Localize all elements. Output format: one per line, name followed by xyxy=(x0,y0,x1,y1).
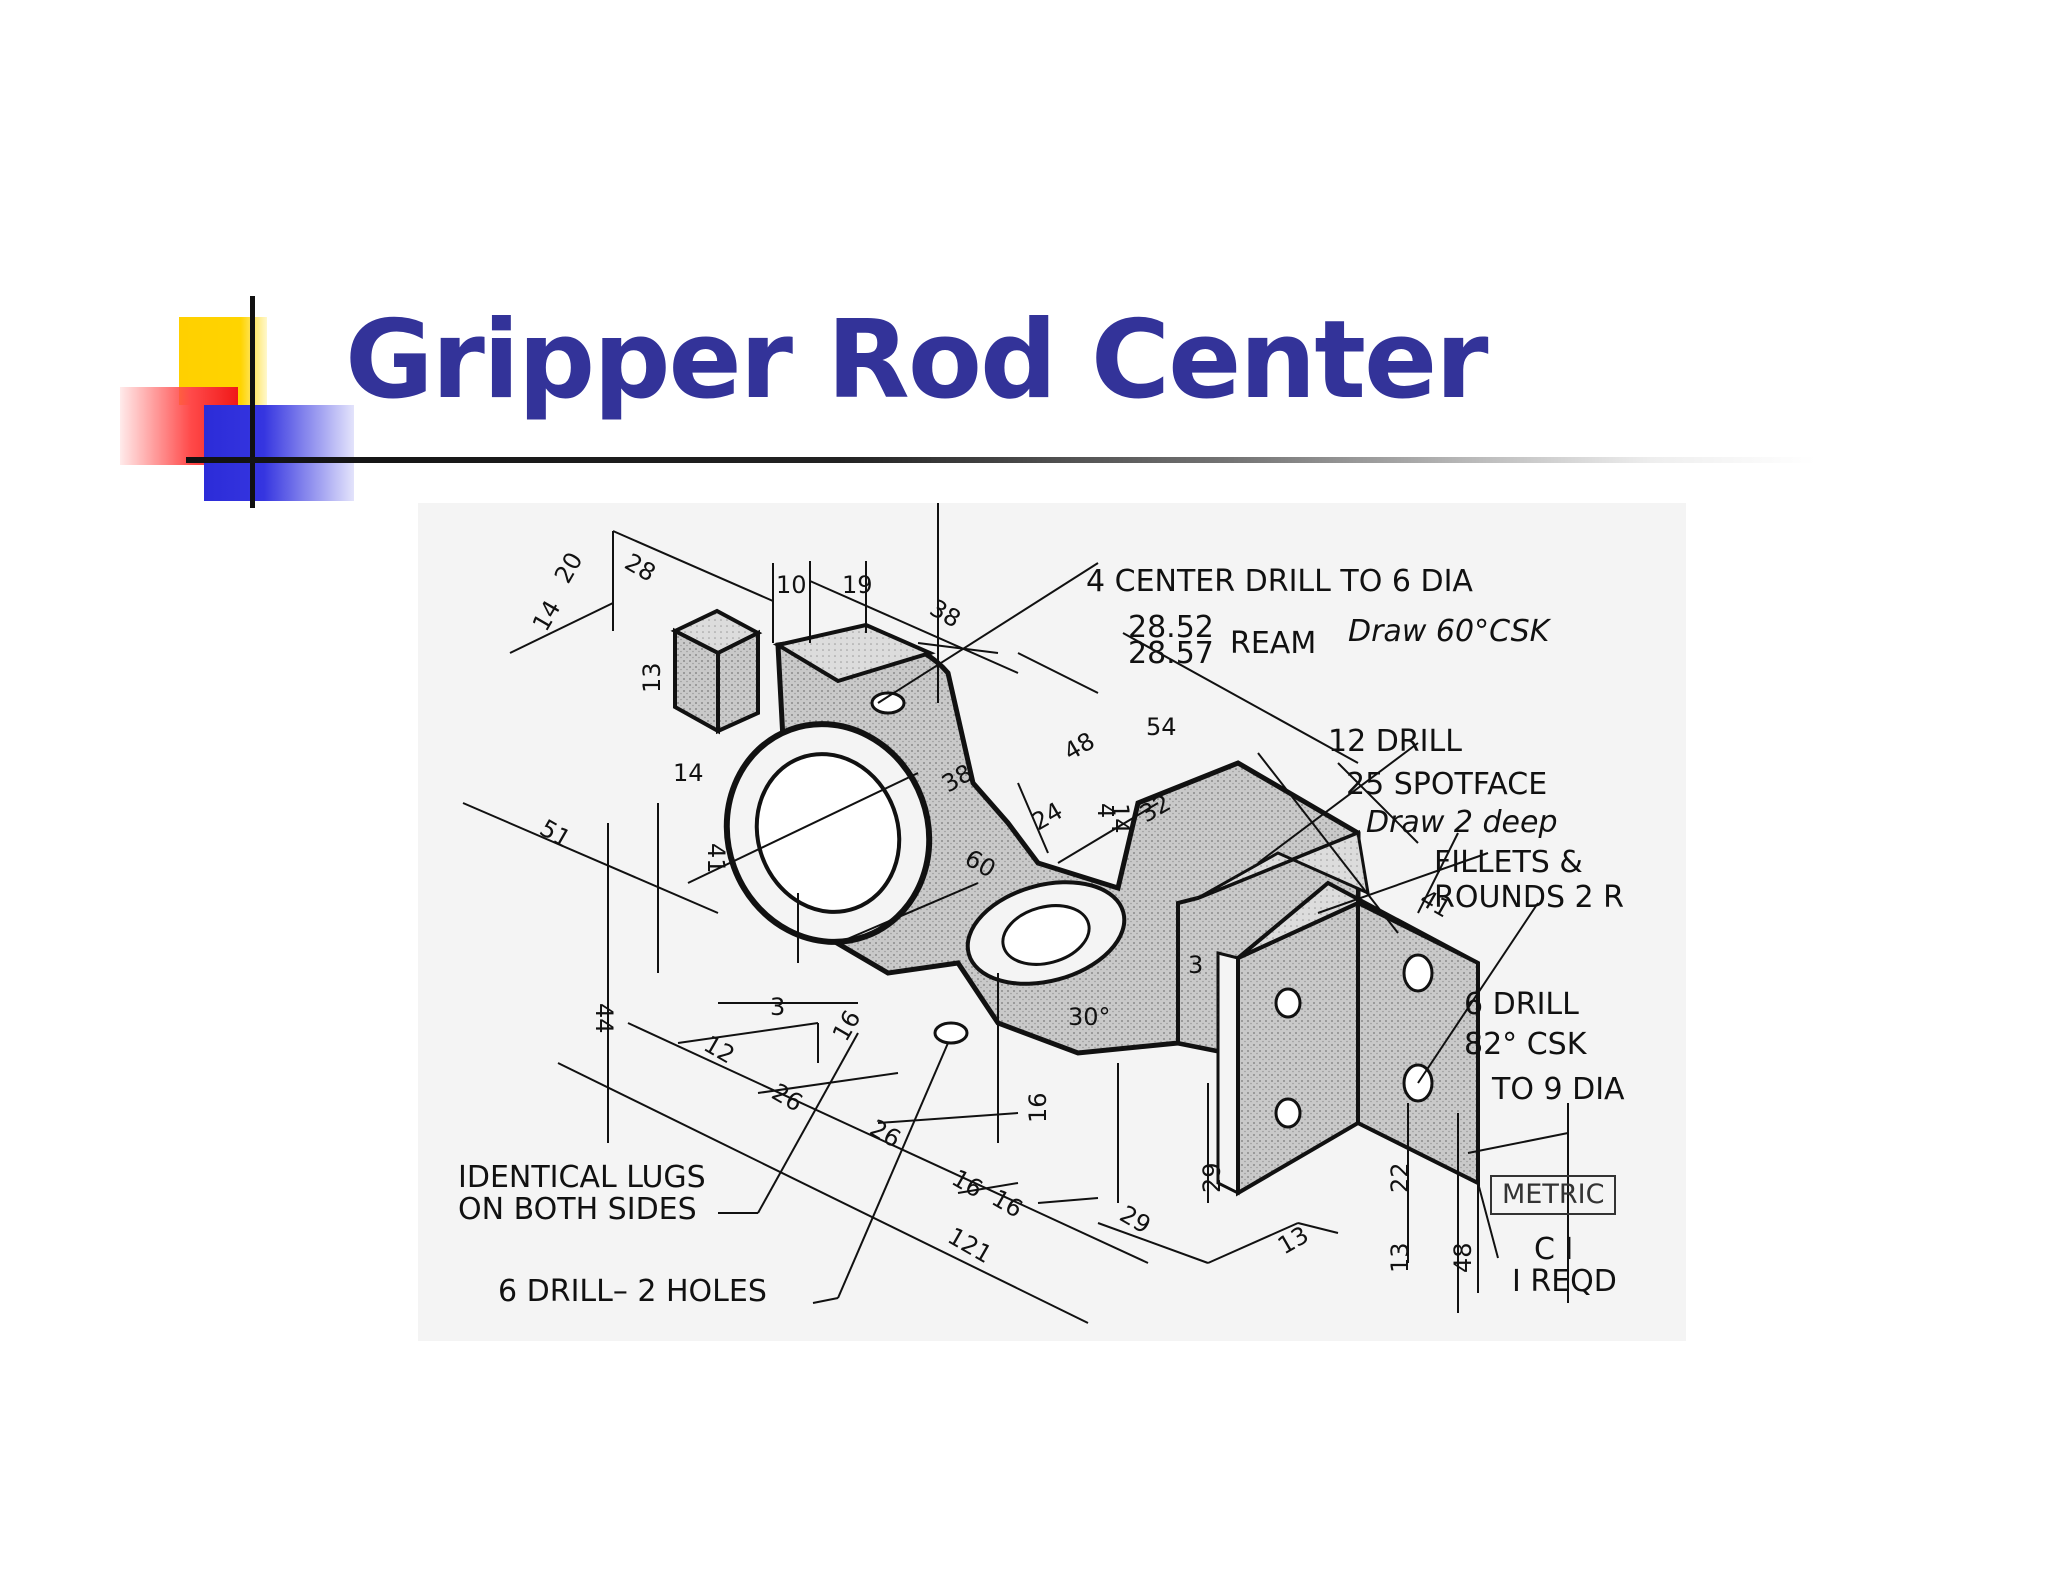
note-c1: C I xyxy=(1534,1232,1574,1267)
note-csk-82: 82° CSK xyxy=(1464,1027,1587,1062)
dim-38-top: 38 xyxy=(925,594,965,634)
note-rounds: ROUNDS 2 R xyxy=(1434,880,1625,915)
dim-20: 20 xyxy=(549,548,589,588)
dim-13-vert: 13 xyxy=(1386,1242,1414,1273)
title-ornament-vertical-line xyxy=(250,296,255,508)
note-lugs-1: IDENTICAL LUGS xyxy=(458,1160,706,1195)
dim-41-left: 41 xyxy=(702,843,730,874)
note-csk: Draw 60°CSK xyxy=(1348,614,1550,649)
dim-29-horiz: 29 xyxy=(1115,1200,1155,1240)
dim-54: 54 xyxy=(1146,713,1177,741)
dim-13-horiz: 13 xyxy=(1273,1221,1313,1261)
dim-16-left: 16 xyxy=(827,1006,867,1046)
dim-26-a: 26 xyxy=(767,1078,807,1118)
dim-16-b: 16 xyxy=(987,1184,1027,1224)
note-to-9-dia: TO 9 DIA xyxy=(1492,1072,1625,1107)
note-drill-holes: 6 DRILL– 2 HOLES xyxy=(498,1274,767,1309)
dim-51: 51 xyxy=(535,814,575,854)
note-fillets: FILLETS & xyxy=(1434,845,1583,880)
note-spotface-deep: Draw 2 deep xyxy=(1366,805,1558,840)
note-reqd: I REQD xyxy=(1512,1264,1617,1299)
dim-28: 28 xyxy=(620,548,660,588)
title-underline xyxy=(186,457,1816,463)
dim-4: 4 xyxy=(1092,803,1120,818)
note-center-drill: 4 CENTER DRILL TO 6 DIA xyxy=(1086,564,1473,599)
dim-10: 10 xyxy=(776,571,807,599)
note-ream-lower: 28.57 xyxy=(1128,636,1214,671)
dim-19: 19 xyxy=(842,571,873,599)
dim-24: 24 xyxy=(1027,797,1067,837)
isometric-drawing: 28 20 14 10 19 38 13 14 54 48 38 24 32 5… xyxy=(418,503,1686,1341)
dim-14-lower: 14 xyxy=(673,759,704,787)
dim-3-left: 3 xyxy=(770,993,785,1021)
left-lug xyxy=(670,608,763,735)
dimension-lines xyxy=(462,503,1569,1324)
dim-48-right: 48 xyxy=(1449,1242,1477,1273)
dim-14: 14 xyxy=(527,596,567,636)
dim-16-mid: 16 xyxy=(1024,1092,1052,1123)
dim-13: 13 xyxy=(638,662,666,693)
note-drill-6: 6 DRILL xyxy=(1464,987,1579,1022)
dim-29-vert: 29 xyxy=(1198,1162,1226,1193)
dim-22: 22 xyxy=(1386,1162,1414,1193)
title-ornament-blue-square xyxy=(204,405,354,501)
slide-title: Gripper Rod Center xyxy=(345,298,1488,423)
dim-121: 121 xyxy=(943,1222,997,1269)
note-spotface: 25 SPOTFACE xyxy=(1346,767,1548,802)
dim-16-a: 16 xyxy=(947,1164,987,1204)
note-ream-upper: 28.52 xyxy=(1128,610,1214,645)
dim-30deg: 30° xyxy=(1068,1003,1111,1031)
note-lugs-2: ON BOTH SIDES xyxy=(458,1192,697,1227)
metric-badge: METRIC xyxy=(1490,1175,1617,1215)
dim-3-right: 3 xyxy=(1188,951,1203,979)
part-drawing-svg: 28 20 14 10 19 38 13 14 54 48 38 24 32 5… xyxy=(462,503,1569,1324)
dim-44: 44 xyxy=(590,1003,618,1034)
dim-14-small: 14 xyxy=(1106,803,1134,834)
dim-48: 48 xyxy=(1059,727,1099,767)
note-drill-12: 12 DRILL xyxy=(1328,724,1462,759)
main-body xyxy=(723,622,1480,1197)
note-ream-label: REAM xyxy=(1230,626,1317,661)
